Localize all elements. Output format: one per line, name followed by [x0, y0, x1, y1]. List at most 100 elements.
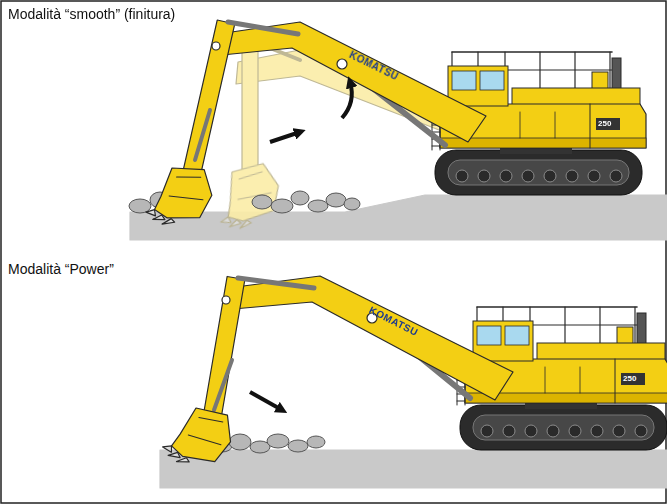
bucket-tooth — [146, 208, 157, 216]
track-roller — [588, 170, 600, 182]
track-roller — [525, 425, 537, 437]
cab-window — [480, 71, 504, 90]
motion-arrow — [270, 132, 300, 142]
engine-hood — [537, 343, 665, 361]
rock — [344, 198, 360, 210]
cab-window — [452, 71, 476, 90]
track-roller — [456, 170, 468, 182]
rock — [267, 434, 289, 448]
bucket-rib — [169, 194, 203, 202]
track-roller — [522, 170, 534, 182]
model-plate — [621, 373, 645, 385]
bucket-rib — [177, 173, 201, 181]
arm — [203, 276, 245, 419]
rock — [288, 440, 308, 452]
handrail-post — [599, 307, 600, 345]
track-roller — [478, 170, 490, 182]
rock — [252, 195, 272, 209]
bucket-tooth — [229, 219, 242, 227]
boom — [212, 22, 486, 142]
bucket — [144, 161, 216, 232]
counterweight-line — [590, 104, 591, 148]
rock — [229, 434, 251, 450]
track-roller — [547, 425, 559, 437]
cab-window — [477, 326, 501, 345]
bucket — [160, 398, 239, 477]
bucket-body — [222, 162, 283, 223]
panel-heading: Modalità “smooth” (finitura) — [8, 7, 175, 21]
cab-window — [505, 326, 529, 345]
bucket-tooth — [153, 214, 166, 222]
pin-joint — [212, 42, 220, 50]
exhaust-stack — [612, 58, 621, 90]
rock — [326, 193, 346, 207]
motion-arrow — [250, 392, 282, 410]
rock — [308, 200, 328, 212]
arm — [183, 20, 235, 174]
panel-line — [520, 112, 521, 138]
ground — [160, 450, 667, 488]
track-roller — [635, 425, 647, 437]
motion-arrow — [342, 82, 352, 118]
exhaust-stack — [637, 313, 646, 345]
track-frame — [448, 160, 629, 185]
bucket-rib — [238, 172, 262, 179]
panel-heading: Modalità “Power” — [8, 262, 114, 276]
operator-cab — [448, 66, 508, 106]
arm-cylinder — [228, 22, 298, 34]
track-roller — [544, 170, 556, 182]
panel-line — [580, 367, 581, 393]
bucket-rib — [188, 433, 221, 447]
track-roller — [481, 425, 493, 437]
bucket-body — [153, 162, 216, 225]
handrail-post — [539, 52, 540, 90]
arm-cylinder — [238, 278, 314, 288]
boom — [222, 276, 513, 400]
rock — [307, 436, 325, 448]
engine-hood — [512, 88, 640, 106]
bucket-tooth — [162, 443, 173, 452]
rock — [271, 199, 293, 213]
bucket-tooth — [177, 455, 191, 466]
bucket-tooth — [239, 220, 252, 229]
power-mode-excavator — [160, 276, 667, 477]
bucket-rib — [199, 414, 223, 426]
ladder-step — [457, 401, 465, 402]
crawler-track — [435, 150, 642, 195]
ladder-step — [432, 146, 440, 147]
ground — [130, 195, 667, 240]
counterweight-line — [615, 359, 616, 403]
air-filter — [592, 72, 608, 90]
track-frame — [473, 415, 654, 440]
track-roller — [569, 425, 581, 437]
panel-line — [555, 112, 556, 138]
bucket-cylinder — [214, 360, 232, 410]
rock — [129, 199, 151, 213]
track-roller — [613, 425, 625, 437]
bucket-tooth — [220, 217, 231, 224]
track-roller — [503, 425, 515, 437]
model-number: 250 — [598, 120, 611, 128]
arm-ghost — [242, 50, 258, 178]
handrail-post — [574, 52, 575, 90]
model-plate — [596, 118, 620, 130]
handrail-post — [609, 52, 610, 90]
model-number: 250 — [623, 375, 636, 383]
deck-stripe — [440, 138, 646, 148]
handrail-post — [634, 307, 635, 345]
handrail — [477, 306, 637, 308]
track-roller — [591, 425, 603, 437]
rock — [291, 191, 309, 205]
bucket-tooth — [168, 450, 181, 460]
pin-joint — [337, 59, 347, 69]
handrail-post — [564, 307, 565, 345]
bucket — [214, 162, 284, 231]
track-roller — [566, 170, 578, 182]
bucket-tooth — [162, 217, 175, 226]
smooth-mode-excavator — [129, 20, 646, 232]
air-filter — [617, 327, 633, 345]
bucket-cylinder — [195, 110, 210, 160]
bucket-body — [170, 401, 239, 470]
